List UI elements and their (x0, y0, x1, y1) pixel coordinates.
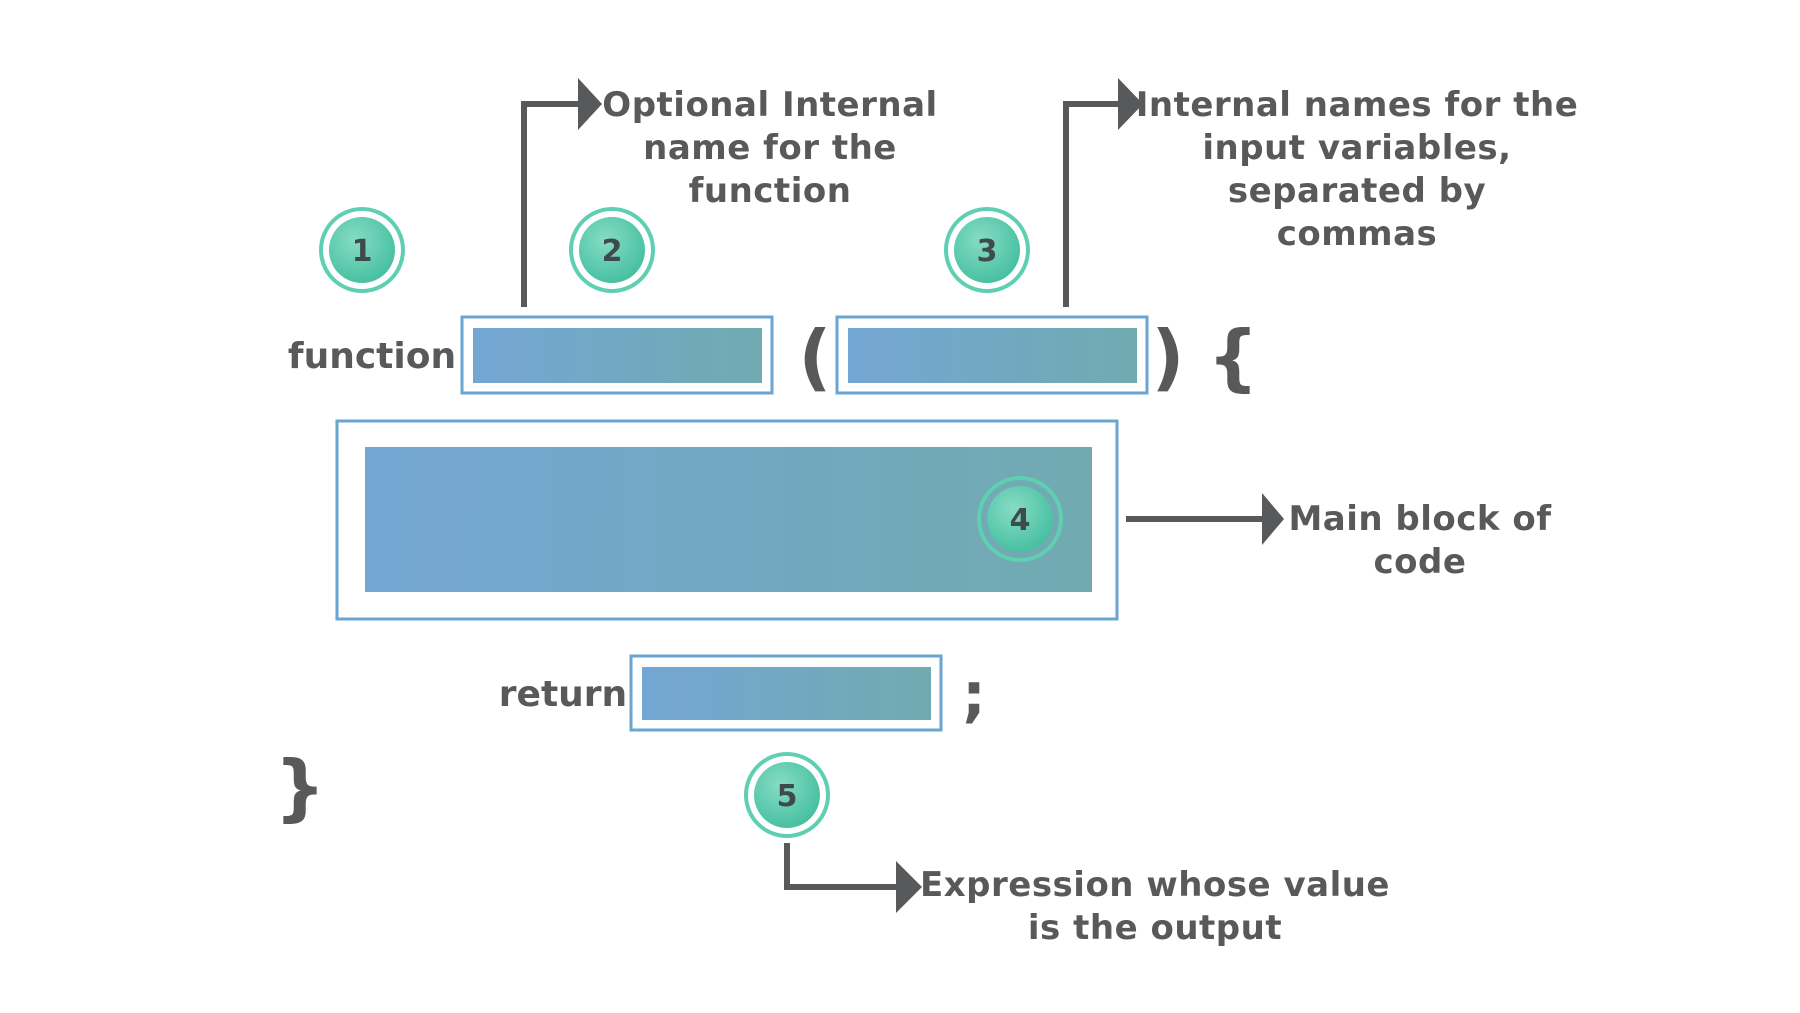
return-value-annotation: Expression whose value is the output (920, 865, 1390, 948)
close-paren: ) (1152, 315, 1185, 399)
code-block-arrow (1126, 493, 1284, 545)
badge-3-number: 3 (977, 234, 998, 269)
parameters-annotation-line-2: input variables, (1202, 128, 1511, 168)
function-name-annotation: Optional Internal name for the function (602, 85, 937, 211)
badge-2-number: 2 (602, 234, 623, 269)
return-value-annotation-line-1: Expression whose value (920, 865, 1390, 905)
function-name-arrow (521, 78, 602, 307)
badge-1-number: 1 (352, 234, 373, 269)
badge-4-number: 4 (1010, 503, 1031, 538)
function-keyword: function (288, 336, 456, 377)
parameters-annotation-line-1: Internal names for the (1136, 85, 1579, 125)
return-value-box (629, 654, 943, 732)
open-paren: ( (799, 315, 832, 399)
return-value-arrow (784, 843, 922, 913)
code-block-annotation-line-2: code (1374, 542, 1467, 582)
badge-5-number: 5 (777, 779, 798, 814)
code-block-annotation: Main block of code (1288, 499, 1552, 582)
code-block-annotation-line-1: Main block of (1288, 499, 1552, 539)
badge-5: 5 (744, 752, 830, 838)
function-name-annotation-line-1: Optional Internal (602, 85, 937, 125)
code-block-box (335, 419, 1119, 621)
parameters-annotation-line-3: separated by (1228, 171, 1486, 211)
function-name-annotation-line-3: function (689, 171, 852, 211)
function-name-annotation-line-2: name for the (643, 128, 897, 168)
function-name-box (460, 315, 774, 395)
parameters-box (835, 315, 1149, 395)
open-brace: { (1207, 315, 1258, 399)
close-brace: } (274, 745, 325, 829)
semicolon: ; (962, 660, 986, 730)
parameters-annotation-line-4: commas (1277, 214, 1438, 254)
return-value-annotation-line-2: is the output (1028, 908, 1282, 948)
badge-3: 3 (944, 207, 1030, 293)
parameters-annotation: Internal names for the input variables, … (1136, 85, 1579, 254)
badge-4: 4 (977, 476, 1063, 562)
return-keyword: return (499, 674, 627, 715)
badge-1: 1 (319, 207, 405, 293)
badge-2: 2 (569, 207, 655, 293)
parameters-arrow (1063, 78, 1143, 307)
